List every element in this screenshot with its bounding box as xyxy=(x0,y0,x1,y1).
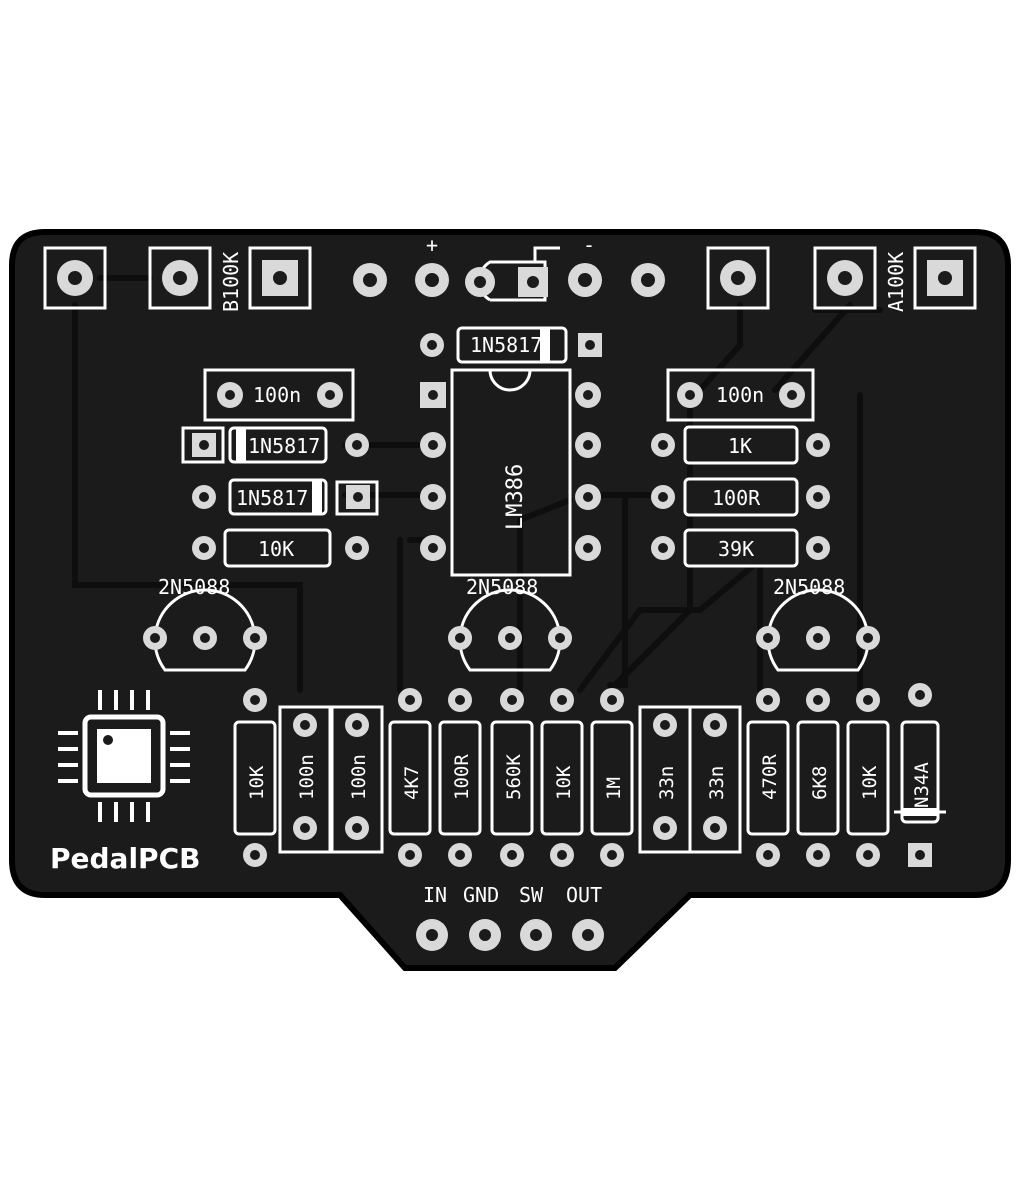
left-cap: 100n xyxy=(203,368,355,422)
pad-square xyxy=(43,246,107,310)
pad-square xyxy=(148,246,212,310)
io-label-gnd: GND xyxy=(463,883,499,907)
led-bracket xyxy=(533,246,560,262)
bottom-component-label: 33n xyxy=(706,766,728,800)
chip-logo-icon xyxy=(58,690,190,822)
transistor-3: 2N5088 xyxy=(756,575,880,672)
bottom-component-label: N34A xyxy=(911,762,933,808)
io-label-out: OUT xyxy=(566,883,602,907)
diode-top: 1N5817 xyxy=(420,326,602,364)
io-label-sw: SW xyxy=(519,883,544,907)
bottom-component-label: 10K xyxy=(553,765,575,800)
brand-label: PedalPCB xyxy=(50,842,200,875)
io-label-in: IN xyxy=(423,883,447,907)
left-diode-1-label: 1N5817 xyxy=(248,434,320,458)
top-pad-row: B100K + - A100K xyxy=(43,233,977,312)
right-cap: 100n xyxy=(666,368,815,422)
left-resistor: 10K xyxy=(192,528,369,568)
right-cap-label: 100n xyxy=(716,383,764,407)
bottom-component-label: 100R xyxy=(451,754,473,800)
transistor-1: 2N5088 xyxy=(143,575,267,672)
diode-top-label: 1N5817 xyxy=(470,333,542,357)
bottom-component-label: 470R xyxy=(759,754,781,800)
bottom-component-label: 100n xyxy=(296,754,318,800)
bottom-component-label: 10K xyxy=(859,765,881,800)
pad-square xyxy=(248,246,312,310)
left-diode-2: 1N5817 xyxy=(192,478,379,516)
left-cap-label: 100n xyxy=(253,383,301,407)
bottom-component-label: 1M xyxy=(603,777,625,800)
bottom-component-label: 100n xyxy=(348,754,370,800)
bottom-component-label: 560K xyxy=(503,754,525,800)
power-plus-label: + xyxy=(426,233,438,257)
pad-square xyxy=(706,246,770,310)
left-resistor-label: 10K xyxy=(258,537,294,561)
right-resistor-1-label: 1K xyxy=(728,434,752,458)
left-diode-2-label: 1N5817 xyxy=(236,486,308,510)
pot-label-left: B100K xyxy=(219,252,243,312)
pad-square xyxy=(913,246,977,310)
ic-label: LM386 xyxy=(503,464,528,530)
bottom-component-row: 10K 100n 100n 4K7 100R 560K 10K 1M 33n 33n 470R 6K8… xyxy=(233,683,946,867)
bottom-component-label: 10K xyxy=(246,765,268,800)
right-resistors: 1K 100R 39K xyxy=(651,425,830,568)
ic-lm386: LM386 xyxy=(420,368,601,577)
transistor-3-label: 2N5088 xyxy=(773,575,845,599)
left-diode-1: 1N5817 xyxy=(181,426,369,464)
io-connector: IN GND SW OUT xyxy=(416,883,604,951)
right-resistor-3-label: 39K xyxy=(718,537,754,561)
bottom-component-label: 33n xyxy=(656,766,678,800)
right-resistor-2-label: 100R xyxy=(712,486,761,510)
transistor-2-label: 2N5088 xyxy=(466,575,538,599)
transistor-2: 2N5088 xyxy=(448,575,572,672)
pot-label-right: A100K xyxy=(884,252,908,312)
pad-square xyxy=(813,246,877,310)
transistor-1-label: 2N5088 xyxy=(158,575,230,599)
power-minus-label: - xyxy=(583,233,595,257)
bottom-component-label: 6K8 xyxy=(809,766,831,800)
bottom-component-label: 4K7 xyxy=(401,766,423,800)
